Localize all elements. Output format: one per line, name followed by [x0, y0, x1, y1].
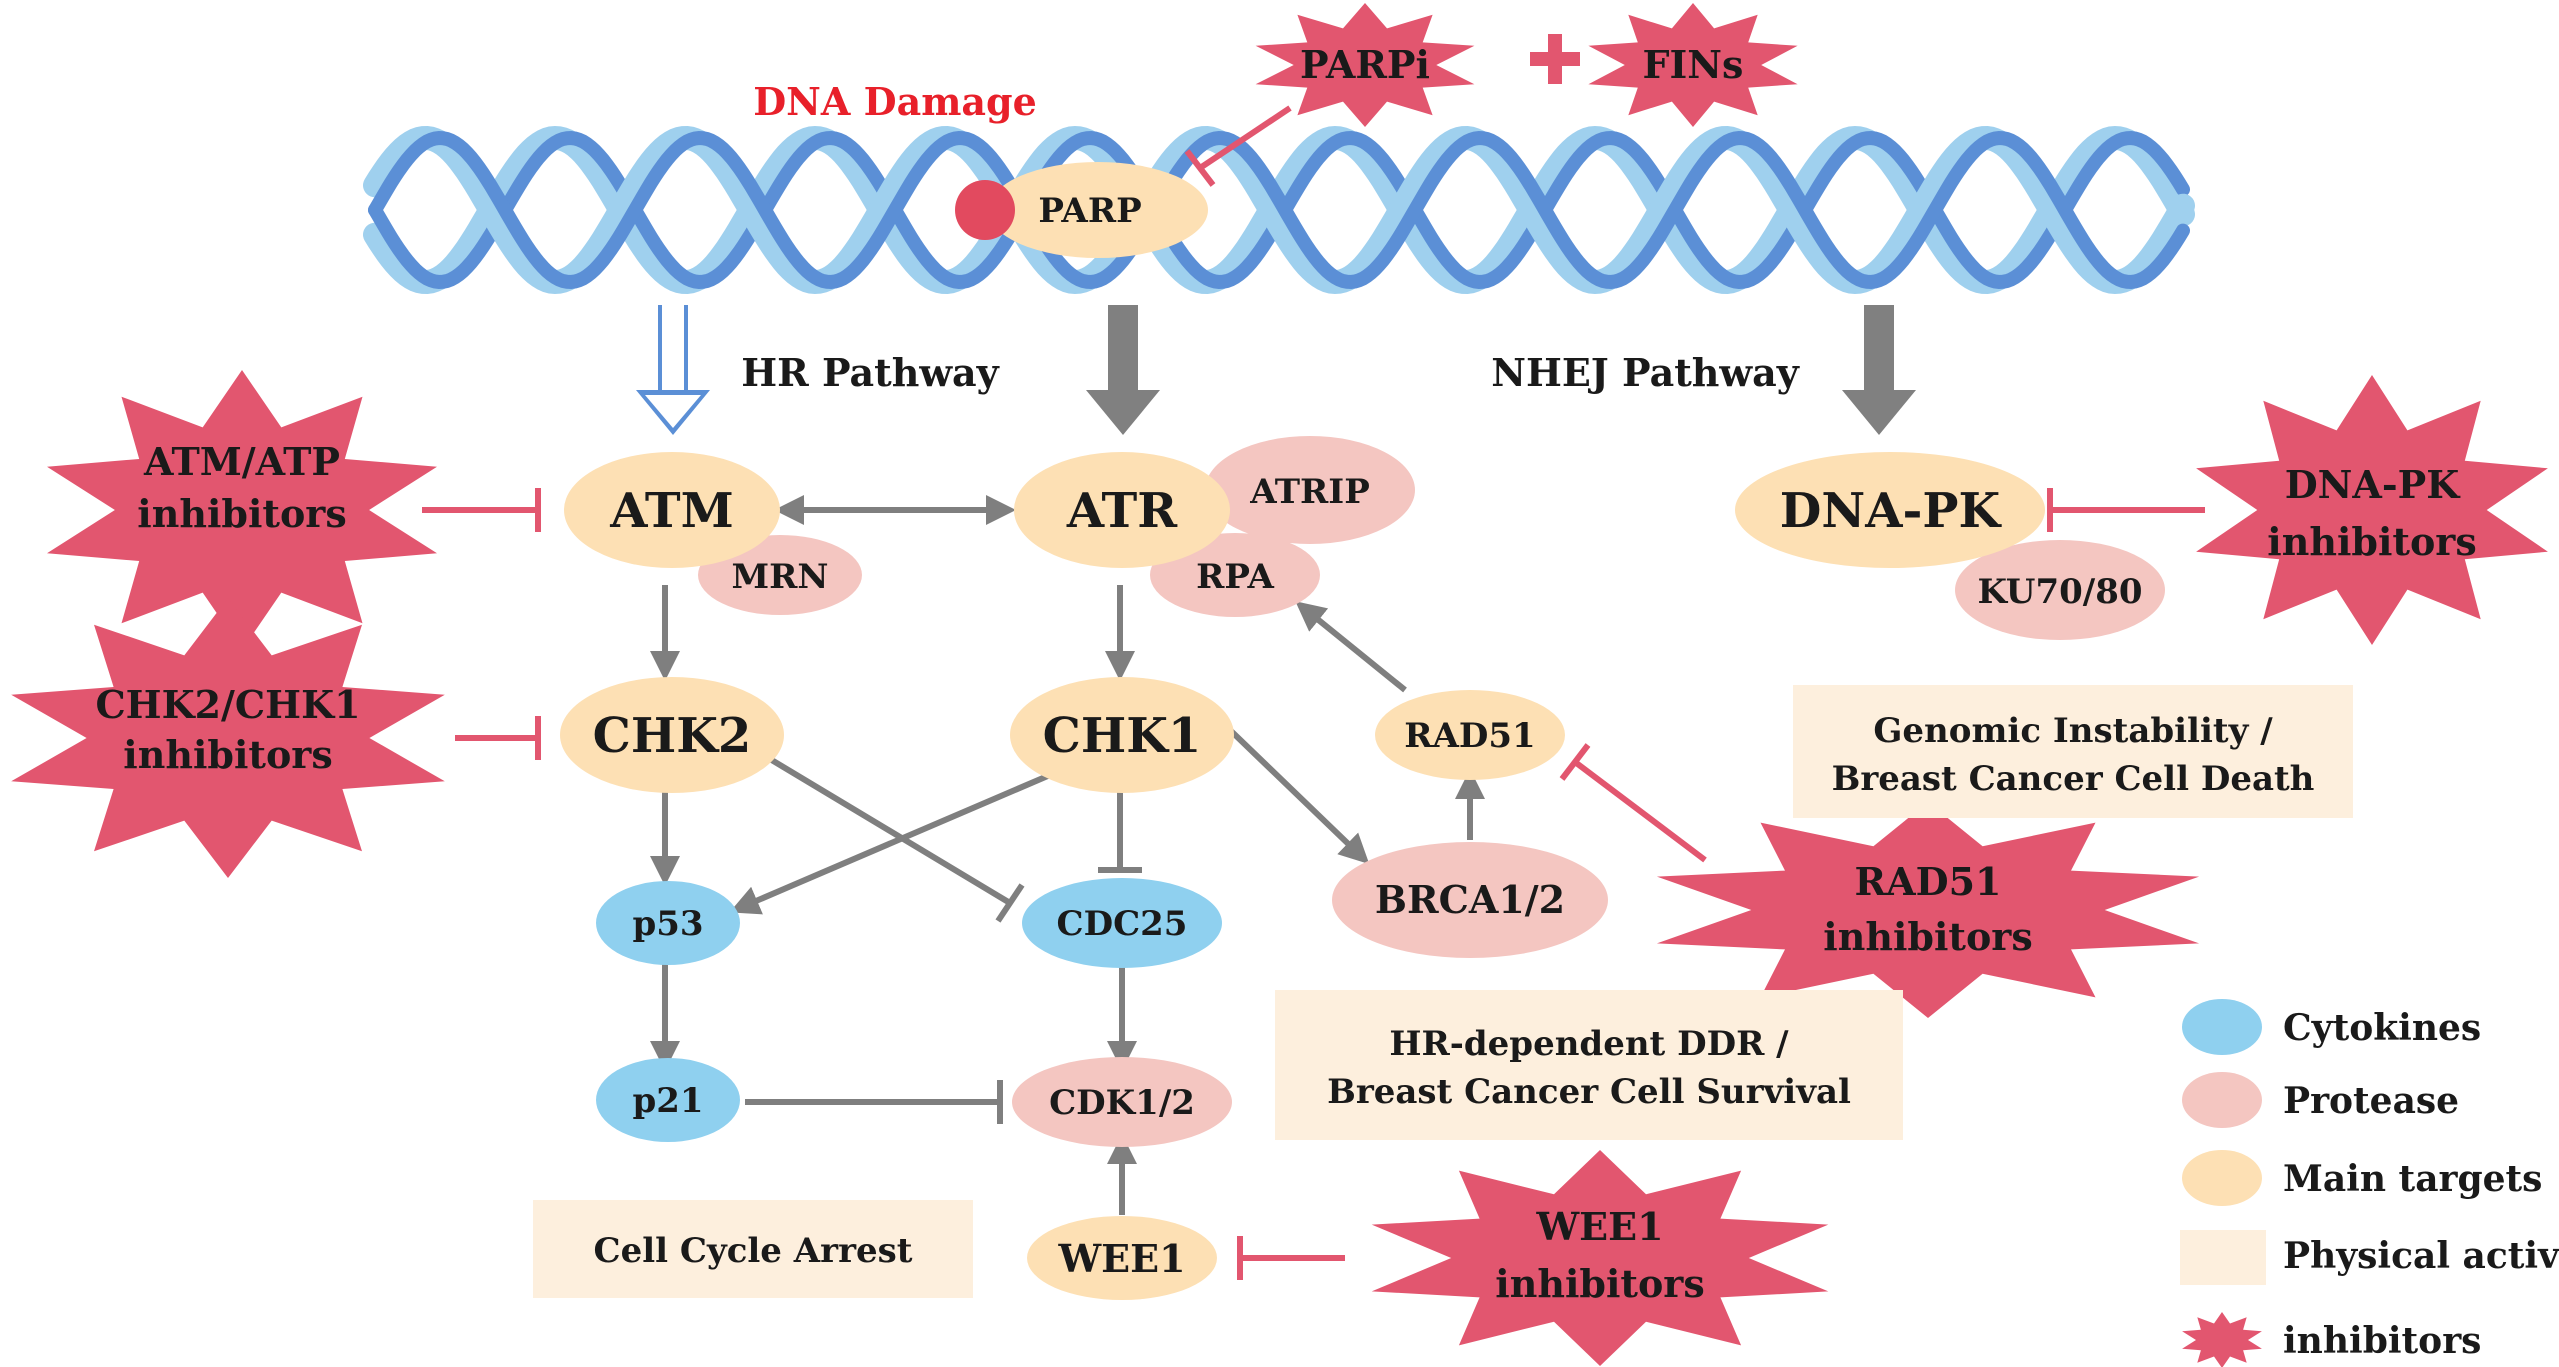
dnapk-label: DNA-PK: [1780, 483, 2003, 539]
parpi-label: PARPi: [1300, 42, 1430, 87]
hr-ddr-box: [1275, 990, 1903, 1140]
chk-inhibitor-star[interactable]: [11, 598, 445, 878]
atm-atp-inhibitor-line1: ATM/ATP: [143, 439, 340, 484]
legend-label-protease: Protease: [2283, 1080, 2459, 1122]
ku-node[interactable]: [1955, 540, 2165, 640]
rad51-inhibitor-line2: inhibitors: [1823, 914, 2032, 959]
atrip-node[interactable]: [1205, 436, 1415, 544]
atm-label: ATM: [609, 483, 733, 539]
wee1-inhibitor-star[interactable]: [1371, 1150, 1829, 1366]
chk1-node[interactable]: [1010, 677, 1234, 793]
legend-label-main-targets: Main targets: [2283, 1158, 2542, 1200]
cdk-node[interactable]: [1012, 1057, 1232, 1147]
brca-label: BRCA1/2: [1375, 877, 1565, 922]
parpi-inhibit-line: [1184, 105, 1292, 187]
genomic-instability-line1: Genomic Instability /: [1873, 711, 2273, 751]
rpa-label: RPA: [1196, 557, 1274, 597]
activation-arrows: [650, 495, 1485, 1215]
chk2-node[interactable]: [560, 677, 784, 793]
chk-inhibitor-line1: CHK2/CHK1: [95, 682, 360, 727]
rad51-rpa-arrow: [1295, 601, 1407, 693]
legend-label-cytokines: Cytokines: [2283, 1007, 2481, 1049]
fins-star[interactable]: [1588, 3, 1798, 127]
legend-label-physical-activity: Physical activity: [2283, 1235, 2559, 1277]
hr-entry-arrow-atr: [1086, 305, 1160, 435]
wee1-node[interactable]: [1027, 1216, 1217, 1300]
plus-icon: [1530, 34, 1580, 84]
dna-lesion-dot: [955, 180, 1015, 240]
legend-swatch-inhibitors: [2182, 1312, 2262, 1367]
chk1-p53-arrow: [729, 772, 1052, 915]
cell-cycle-arrest-box: [533, 1200, 973, 1298]
mrn-label: MRN: [732, 557, 829, 597]
nhej-pathway-label: NHEJ Pathway: [1491, 350, 1800, 395]
rad51-node[interactable]: [1375, 690, 1565, 780]
dnapk-inhibitor-star[interactable]: [2196, 375, 2548, 645]
cdc25-label: CDC25: [1057, 904, 1188, 944]
legend-swatch-main-targets: [2182, 1150, 2262, 1206]
legend-label-inhibitors: inhibitors: [2283, 1320, 2481, 1362]
brca-node[interactable]: [1332, 842, 1608, 958]
dna-damage-label: DNA Damage: [753, 79, 1037, 124]
wee1-inhibitor-line2: inhibitors: [1495, 1261, 1704, 1306]
parpi-star[interactable]: [1255, 3, 1475, 127]
hr-ddr-line1: HR-dependent DDR /: [1389, 1024, 1789, 1064]
rpa-node[interactable]: [1150, 533, 1320, 617]
chk2-label: CHK2: [593, 708, 752, 764]
legend-swatch-protease: [2182, 1072, 2262, 1128]
atrip-label: ATRIP: [1249, 472, 1370, 512]
rad51-inhibitor-line1: RAD51: [1855, 859, 2002, 904]
legend-swatch-physical-activity: [2180, 1230, 2266, 1285]
atm-atp-inhibitor-star[interactable]: [47, 370, 437, 650]
dnapk-inhibitor-line1: DNA-PK: [2285, 462, 2462, 507]
atr-label: ATR: [1066, 483, 1178, 539]
parp-label: PARP: [1038, 191, 1141, 231]
chk1-brca-arrow: [1227, 727, 1370, 865]
p21-node[interactable]: [596, 1058, 740, 1142]
atm-node[interactable]: [564, 452, 780, 568]
red-inhibit-lines: [422, 488, 2205, 1280]
cell-cycle-arrest-label: Cell Cycle Arrest: [594, 1231, 913, 1271]
parp-node[interactable]: [988, 162, 1208, 258]
ku-label: KU70/80: [1977, 572, 2142, 612]
rad51-label: RAD51: [1404, 716, 1535, 756]
fins-label: FINs: [1643, 42, 1744, 87]
dnapk-node[interactable]: [1735, 452, 2045, 568]
chk2-cdc25-inhibit: [753, 747, 1012, 906]
dna-helix: [363, 125, 2195, 295]
p21-label: p21: [632, 1081, 703, 1121]
dnapk-inhibitor-line2: inhibitors: [2267, 519, 2476, 564]
hr-ddr-line2: Breast Cancer Cell Survival: [1327, 1072, 1851, 1112]
hr-entry-arrow-atm: [636, 305, 710, 435]
legend-swatch-cytokines: [2182, 999, 2262, 1055]
wee1-label: WEE1: [1057, 1236, 1185, 1281]
genomic-instability-box: [1793, 685, 2353, 818]
cdk-label: CDK1/2: [1049, 1083, 1195, 1123]
wee1-inhibitor-line1: WEE1: [1535, 1204, 1663, 1249]
nhej-entry-arrow: [1842, 305, 1916, 435]
chk-inhibitor-line2: inhibitors: [123, 732, 332, 777]
hr-pathway-label: HR Pathway: [741, 350, 999, 395]
rad51-inhibitor-star[interactable]: [1656, 802, 2200, 1018]
chk1-label: CHK1: [1043, 708, 1202, 764]
p53-label: p53: [632, 904, 703, 944]
cdc25-node[interactable]: [1022, 878, 1222, 968]
genomic-instability-line2: Breast Cancer Cell Death: [1832, 759, 2315, 799]
legend: Cytokines Protease Main targets Physical…: [2180, 999, 2559, 1367]
atm-atp-inhibitor-line2: inhibitors: [137, 491, 346, 536]
grey-inhibit-lines: [745, 747, 1142, 1124]
p53-node[interactable]: [596, 881, 740, 965]
atr-node[interactable]: [1014, 452, 1230, 568]
